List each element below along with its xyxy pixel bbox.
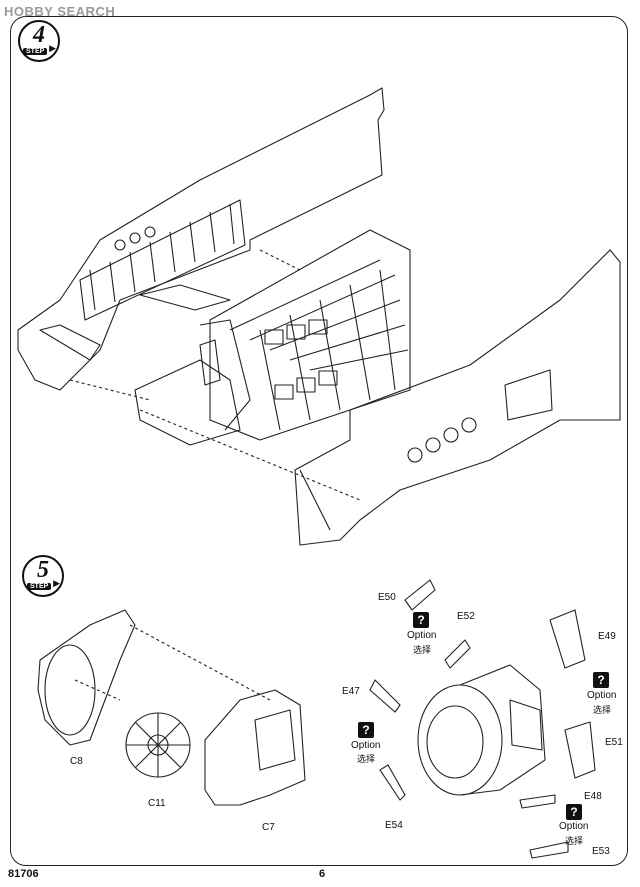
option-cn: 选择: [357, 754, 376, 764]
step-4-arrow-icon: ▶: [49, 43, 56, 53]
part-label-c7: C7: [262, 822, 275, 833]
cockpit-assembly: [134, 359, 241, 446]
part-e47: [369, 679, 401, 713]
option-question-icon: ?: [413, 612, 429, 628]
page-number: 6: [319, 868, 326, 880]
part-e48: [519, 794, 556, 809]
page-frame: [10, 16, 628, 866]
part-e54: [379, 764, 406, 801]
option-cn: 选择: [593, 705, 612, 715]
watermark: HOBBY SEARCH: [4, 4, 116, 19]
part-label-e54: E54: [385, 820, 403, 831]
option-cn: 选择: [565, 836, 584, 846]
engine-cowl-front: [417, 684, 503, 796]
cowling-c8: [37, 609, 136, 746]
part-e50: [404, 579, 436, 611]
option-question-icon: ?: [566, 804, 582, 820]
option-question-icon: ?: [358, 722, 374, 738]
step-5-number: 5: [37, 557, 49, 583]
part-label-c8: C8: [70, 756, 83, 767]
part-label-e52: E52: [457, 611, 475, 622]
part-e52: [444, 639, 471, 669]
option-word: Option: [407, 630, 437, 641]
step-4-word: STEP: [23, 48, 48, 55]
step-5-badge: 5 STEP ▶: [22, 555, 64, 597]
part-e49: [549, 609, 586, 669]
cargo-floor: [209, 229, 411, 441]
step-5-word: STEP: [27, 583, 52, 590]
part-label-c11: C11: [148, 798, 166, 809]
step-4-number: 4: [33, 22, 45, 48]
option-question-icon: ?: [593, 672, 609, 688]
option-cn: 选择: [413, 645, 432, 655]
part-label-e50: E50: [378, 592, 396, 603]
part-label-e51: E51: [605, 737, 623, 748]
step-4-badge: 4 STEP ▶: [18, 20, 60, 62]
right-fuselage-half: [294, 249, 621, 546]
part-label-e49: E49: [598, 631, 616, 642]
part-e53: [529, 841, 569, 859]
kit-number: 81706: [8, 868, 39, 880]
part-label-e47: E47: [342, 686, 360, 697]
step-5-arrow-icon: ▶: [53, 578, 60, 588]
part-label-e48: E48: [584, 791, 602, 802]
option-word: Option: [587, 690, 617, 701]
part-e51: [564, 721, 596, 779]
cowling-c7: [204, 689, 306, 806]
option-word: Option: [559, 821, 589, 832]
part-label-e53: E53: [592, 846, 610, 857]
left-fuselage-half: [17, 87, 385, 391]
option-word: Option: [351, 740, 381, 751]
